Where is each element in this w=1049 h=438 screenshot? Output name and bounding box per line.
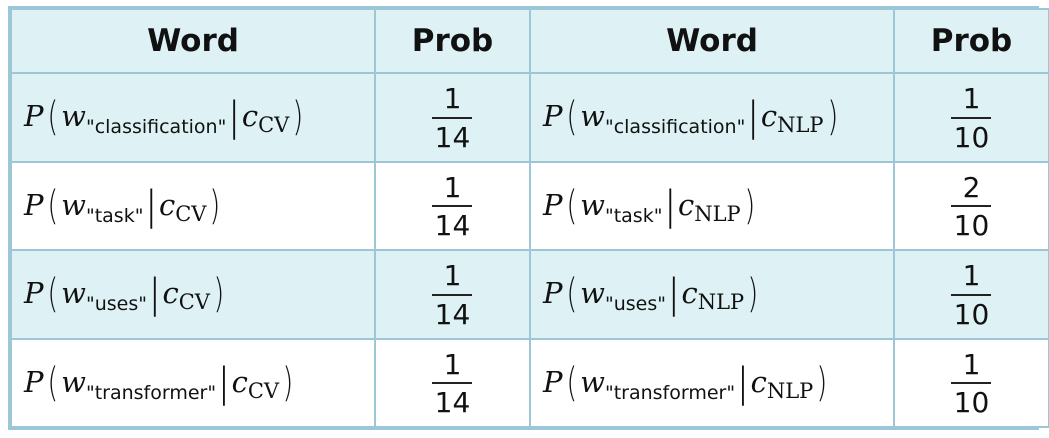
fraction-denominator: 10 xyxy=(953,297,990,331)
fraction-numerator: 1 xyxy=(962,82,981,116)
word-subscript: uses xyxy=(94,293,139,316)
word-expression-cv: P(w"transformer"|cCV) xyxy=(10,337,376,428)
fraction-numerator: 1 xyxy=(443,259,462,293)
word-subscript: transformer xyxy=(613,381,727,404)
fraction-denominator: 14 xyxy=(434,120,471,154)
fraction-numerator: 1 xyxy=(443,170,462,204)
fraction-denominator: 14 xyxy=(434,386,471,420)
word-subscript: task xyxy=(613,204,654,227)
class-subscript: NLP xyxy=(766,378,814,403)
fraction-denominator: 14 xyxy=(434,297,471,331)
class-subscript: NLP xyxy=(697,290,745,315)
class-subscript: CV xyxy=(175,201,207,226)
word-subscript: transformer xyxy=(94,381,208,404)
word-subscript: task xyxy=(94,204,135,227)
probability-table-frame: Word Prob Word Prob P(w"classification"|… xyxy=(8,6,1049,430)
fraction-numerator: 2 xyxy=(962,170,981,204)
class-subscript: CV xyxy=(178,290,210,315)
fraction-denominator: 14 xyxy=(434,209,471,243)
class-subscript: CV xyxy=(247,378,280,403)
header-prob-nlp: Prob xyxy=(893,8,1049,74)
word-expression-cv: P(w"uses"|cCV) xyxy=(10,249,376,340)
fraction-numerator: 1 xyxy=(962,259,981,293)
word-subscript: uses xyxy=(613,293,658,316)
word-expression-cv: P(w"classification"|cCV) xyxy=(10,72,376,163)
fraction-denominator: 10 xyxy=(953,386,990,420)
header-word-cv: Word xyxy=(10,8,376,74)
header-word-nlp: Word xyxy=(529,8,895,74)
probability-table: Word Prob Word Prob P(w"classification"|… xyxy=(10,8,1049,428)
fraction-numerator: 1 xyxy=(443,82,462,116)
class-subscript: NLP xyxy=(694,201,741,226)
word-expression-cv: P(w"task"|cCV) xyxy=(10,160,376,251)
word-expression-nlp: P(w"uses"|cNLP) xyxy=(529,249,895,340)
fraction-numerator: 1 xyxy=(443,347,462,381)
word-expression-nlp: P(w"transformer"|cNLP) xyxy=(529,337,895,428)
fraction-denominator: 10 xyxy=(953,209,990,243)
fraction-numerator: 1 xyxy=(962,347,981,381)
class-subscript: NLP xyxy=(777,113,824,138)
header-row: Word Prob Word Prob xyxy=(10,8,1049,74)
word-subscript: classification xyxy=(613,116,737,139)
header-prob-cv: Prob xyxy=(374,8,531,74)
word-expression-nlp: P(w"task"|cNLP) xyxy=(529,160,895,251)
fraction-denominator: 10 xyxy=(953,120,990,154)
class-subscript: CV xyxy=(258,113,290,138)
word-subscript: classification xyxy=(94,116,218,139)
word-expression-nlp: P(w"classification"|cNLP) xyxy=(529,72,895,163)
